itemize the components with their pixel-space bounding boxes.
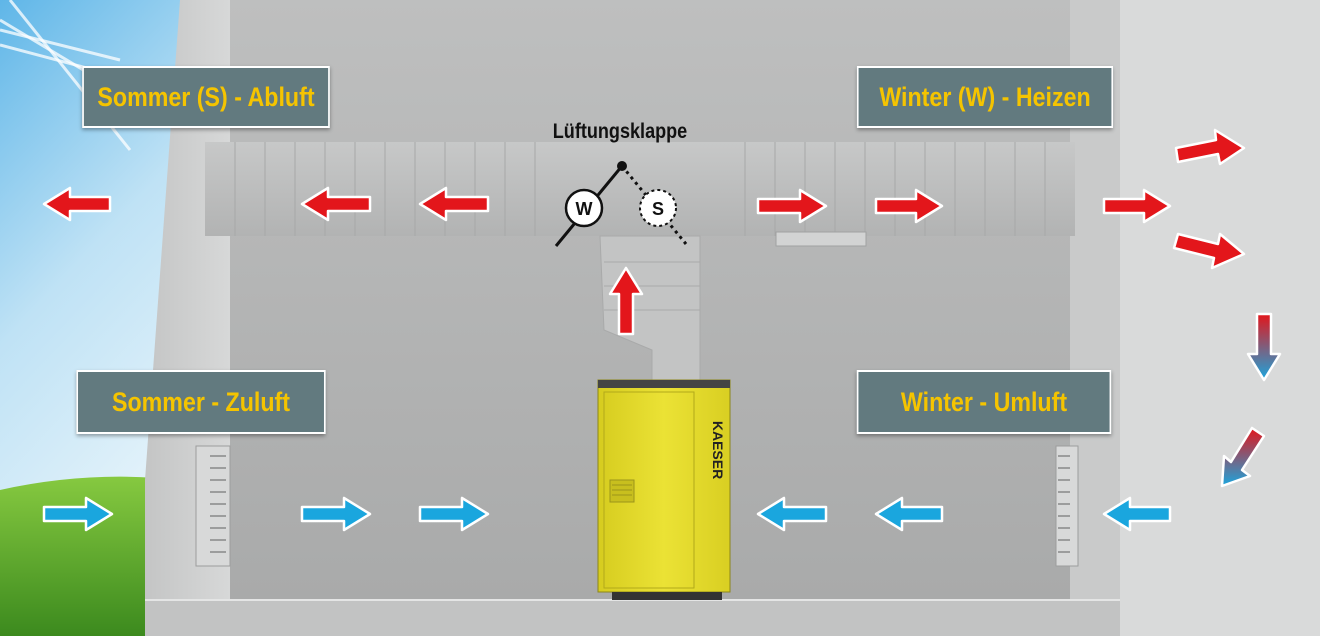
arrow-right-red-5	[1172, 232, 1246, 270]
unit-vent-grille	[609, 479, 635, 503]
recirculation-louver-right	[1055, 445, 1079, 567]
supply-louver-left	[195, 445, 231, 567]
arrow-left-red-2	[300, 186, 372, 222]
summer-exhaust-arrows	[42, 186, 490, 222]
damper-summer-label: S	[652, 199, 664, 219]
arrow-right-red-2	[874, 188, 944, 224]
arrow-right-blue-1	[42, 496, 114, 532]
arrow-right-red-1	[756, 188, 828, 224]
arrow-right-blue-2	[300, 496, 372, 532]
right-wall-side	[1070, 0, 1120, 636]
damper-winter-marker	[564, 188, 604, 228]
label-summer-supply: Sommer - Zuluft	[76, 370, 326, 434]
ventilation-damper: W S	[554, 161, 688, 247]
label-winter-heating: Winter (W) - Heizen	[856, 66, 1114, 128]
winter-heating-arrows	[756, 128, 1246, 270]
damper-summer-marker	[639, 189, 677, 227]
arrow-left-blue-3	[1102, 496, 1172, 532]
room-floor	[145, 600, 1120, 636]
compressor-unit: KAESER	[597, 379, 731, 600]
arrow-left-red-3	[418, 186, 490, 222]
duct-ribs	[234, 142, 1046, 236]
damper-pivot	[617, 161, 627, 171]
damper-title: Lüftungsklappe	[552, 120, 688, 143]
arrow-right-red-3	[1102, 188, 1172, 224]
duct-vent-grille	[775, 231, 867, 247]
arrow-left-blue-1	[756, 496, 828, 532]
arrow-right-blue-3	[418, 496, 490, 532]
arrow-right-red-4	[1174, 128, 1246, 166]
winter-recirculation-arrows	[756, 496, 1172, 532]
arrow-diagonal-gradient	[1220, 426, 1266, 488]
label-winter-recirculation: Winter - Umluft	[856, 370, 1112, 434]
arrow-down-gradient	[1246, 312, 1282, 382]
unit-brand-logo: KAESER	[710, 421, 726, 479]
damper-winter-label: W	[576, 199, 593, 219]
summer-supply-arrows	[42, 496, 490, 532]
label-summer-exhaust: Sommer (S) - Abluft	[82, 66, 330, 128]
arrow-left-blue-2	[874, 496, 944, 532]
arrow-up-red	[608, 266, 644, 336]
arrow-left-red-1	[42, 186, 112, 222]
